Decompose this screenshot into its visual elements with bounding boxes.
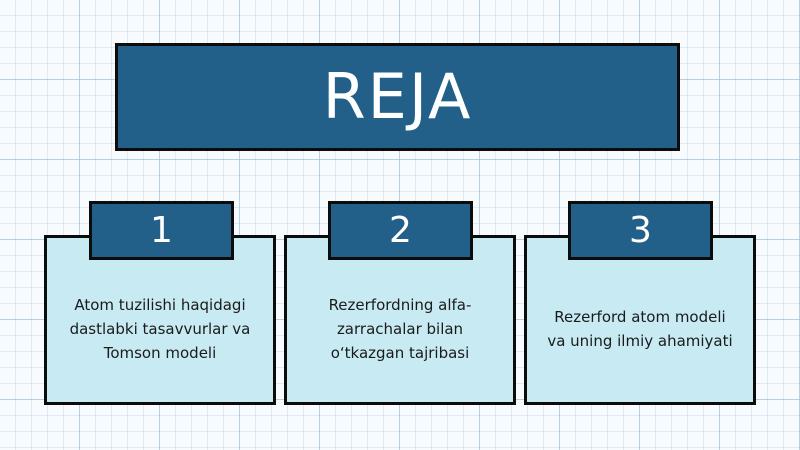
plan-card-2-text: Rezerfordning alfa-zarrachalar bilan o‘t… (328, 296, 472, 362)
slide-title: REJA (322, 60, 473, 133)
plan-number-1: 1 (150, 209, 173, 251)
plan-number-3: 3 (629, 209, 652, 251)
plan-card-2: Rezerfordning alfa-zarrachalar bilan o‘t… (284, 235, 516, 405)
plan-number-2: 2 (389, 209, 412, 251)
plan-card-3-text: Rezerford atom modeli va uning ilmiy aha… (547, 308, 733, 350)
plan-card-3: Rezerford atom modeli va uning ilmiy aha… (524, 235, 756, 405)
plan-number-3-box: 3 (568, 201, 713, 260)
title-banner: REJA (115, 43, 680, 151)
plan-number-2-box: 2 (328, 201, 473, 260)
plan-number-1-box: 1 (89, 201, 234, 260)
plan-card-1: Atom tuzilishi haqidagi dastlabki tasavv… (44, 235, 276, 405)
plan-card-1-text: Atom tuzilishi haqidagi dastlabki tasavv… (69, 296, 251, 362)
